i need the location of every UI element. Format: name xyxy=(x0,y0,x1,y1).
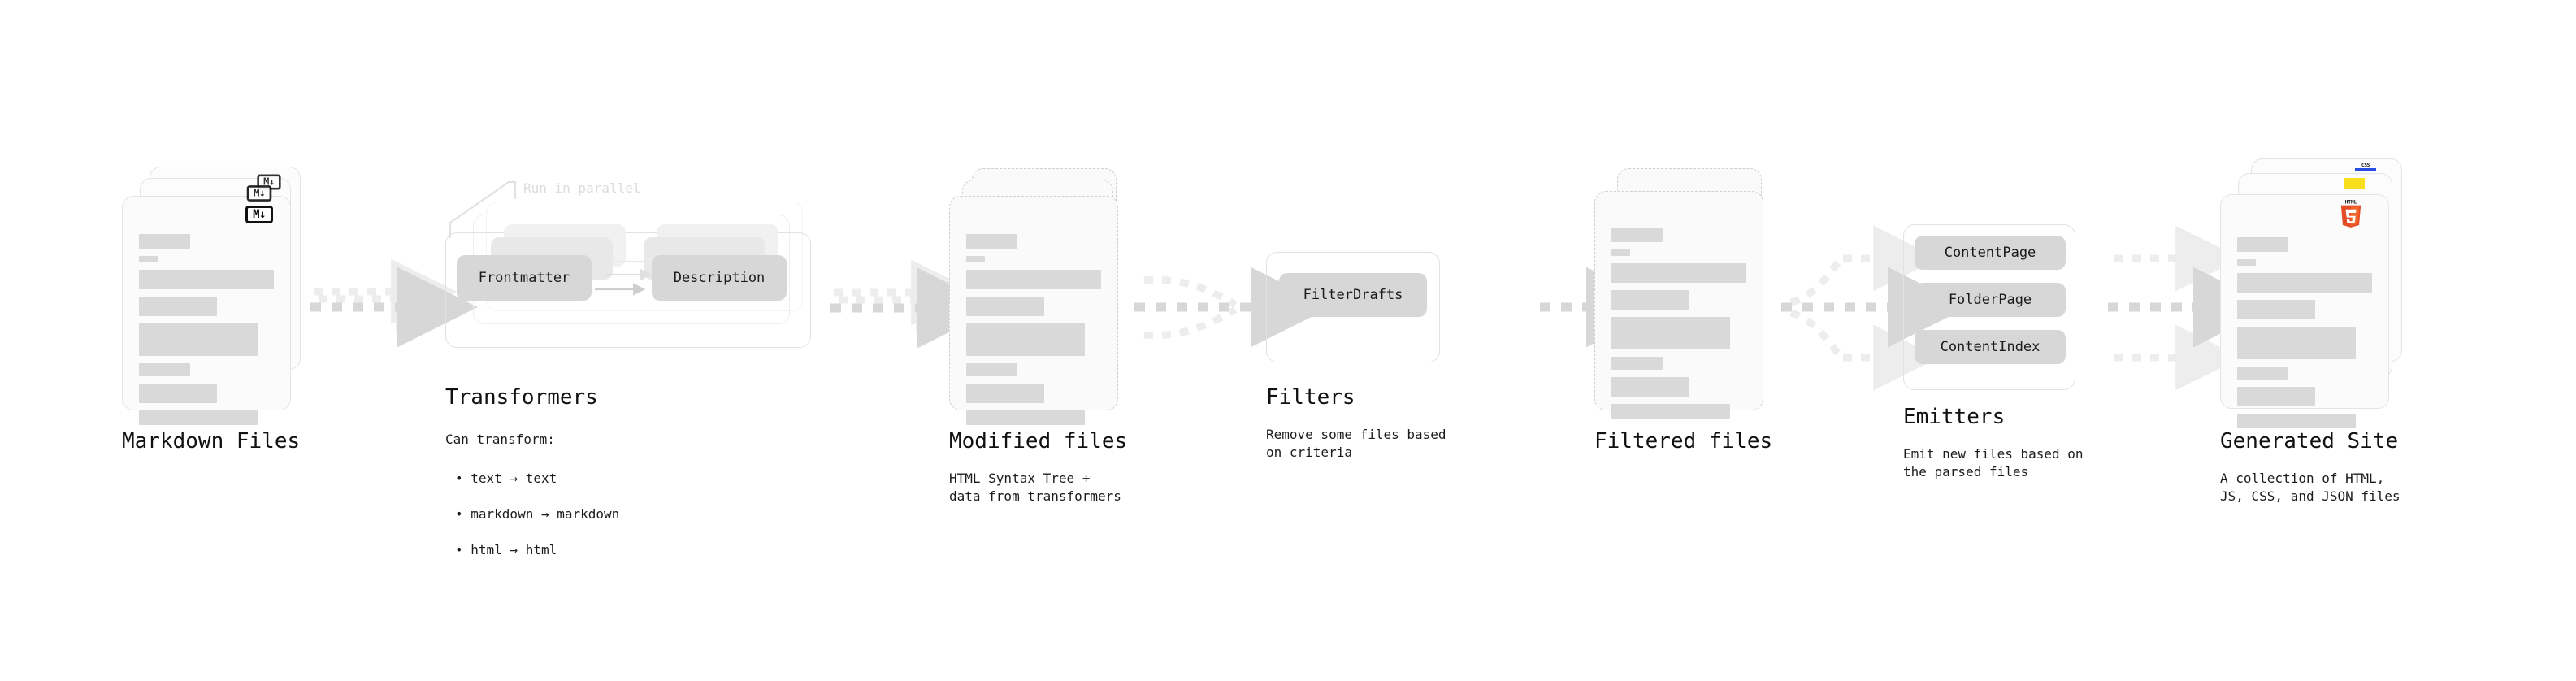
list-item-text: • text → text xyxy=(455,471,557,486)
transformer-inner-arrows xyxy=(595,255,657,296)
stage-transformers: Frontmatter Description Frontmatter Desc… xyxy=(445,180,827,356)
skeleton-bars xyxy=(966,234,1103,432)
pill-frontmatter[interactable]: Frontmatter xyxy=(457,255,592,301)
arrow-transformers-to-modified xyxy=(830,259,998,349)
subtitle-emitters: Emit new files based on the parsed files xyxy=(1903,446,2084,479)
markdown-card-front xyxy=(122,196,291,425)
site-card-stack: CSS HTML xyxy=(2220,158,2415,428)
label-filtered-files: Filtered files xyxy=(1594,429,1773,453)
stage-markdown-files: M↓ M↓ M↓ xyxy=(122,167,301,425)
css-badge-label: CSS xyxy=(2361,163,2370,168)
list-item-markdown: • markdown → markdown xyxy=(455,506,620,522)
svg-text:HTML: HTML xyxy=(2345,199,2357,205)
arrow-modified-to-filters xyxy=(1134,267,1331,348)
run-in-parallel-bracket xyxy=(449,180,517,239)
pill-description[interactable]: Description xyxy=(652,255,787,301)
filtered-card-stack xyxy=(1594,167,1773,419)
pill-folderpage[interactable]: FolderPage xyxy=(1915,283,2066,317)
arrow-emitters-to-site xyxy=(2108,225,2274,391)
emitters-group xyxy=(1903,224,2075,390)
stage-filtered-files xyxy=(1594,167,1773,419)
css-badge: CSS xyxy=(2355,163,2376,171)
filtered-card-front xyxy=(1594,191,1763,419)
markdown-badge-front: M↓ xyxy=(245,206,273,223)
label-transformers: Transformers xyxy=(445,385,598,410)
list-item-html: • html → html xyxy=(455,542,557,557)
label-modified-files: Modified files xyxy=(949,429,1128,453)
skeleton-bars xyxy=(2237,237,2374,436)
pill-contentpage[interactable]: ContentPage xyxy=(1915,236,2066,270)
modified-card-front xyxy=(949,196,1118,425)
label-markdown-files: Markdown Files xyxy=(122,429,301,453)
label-filters: Filters xyxy=(1266,385,1355,410)
filters-group xyxy=(1266,252,1440,362)
html5-badge: HTML xyxy=(2339,199,2363,228)
subtitle-modified-files: HTML Syntax Tree + data from transformer… xyxy=(949,471,1121,504)
transformers-capability-list: • text → text • markdown → markdown • ht… xyxy=(455,452,619,577)
markdown-card-stack: M↓ M↓ M↓ xyxy=(122,167,301,425)
modified-card-stack xyxy=(949,167,1128,425)
arrow-markdown-to-transformers xyxy=(310,258,478,348)
site-card-html xyxy=(2220,194,2389,428)
markdown-badge-mid: M↓ xyxy=(246,185,272,202)
stage-generated-site: CSS HTML xyxy=(2220,158,2415,428)
stage-modified-files xyxy=(949,167,1128,425)
subtitle-filters: Remove some files based on criteria xyxy=(1266,427,1446,460)
skeleton-bars xyxy=(139,234,275,432)
js-badge xyxy=(2344,178,2365,189)
subtitle-generated-site: A collection of HTML, JS, CSS, and JSON … xyxy=(2220,471,2400,504)
transformer-group-front xyxy=(445,232,811,348)
subtitle-transformers: Can transform: xyxy=(445,432,555,447)
skeleton-bars xyxy=(1611,228,1748,426)
arrow-filtered-to-emitters xyxy=(1781,225,1968,391)
annotation-run-in-parallel: Run in parallel xyxy=(523,180,641,196)
pill-contentindex[interactable]: ContentIndex xyxy=(1915,330,2066,364)
css-badge-bar xyxy=(2355,168,2376,171)
pill-filterdrafts[interactable]: FilterDrafts xyxy=(1279,273,1427,317)
label-generated-site: Generated Site xyxy=(2220,429,2399,453)
label-emitters: Emitters xyxy=(1903,405,2006,429)
